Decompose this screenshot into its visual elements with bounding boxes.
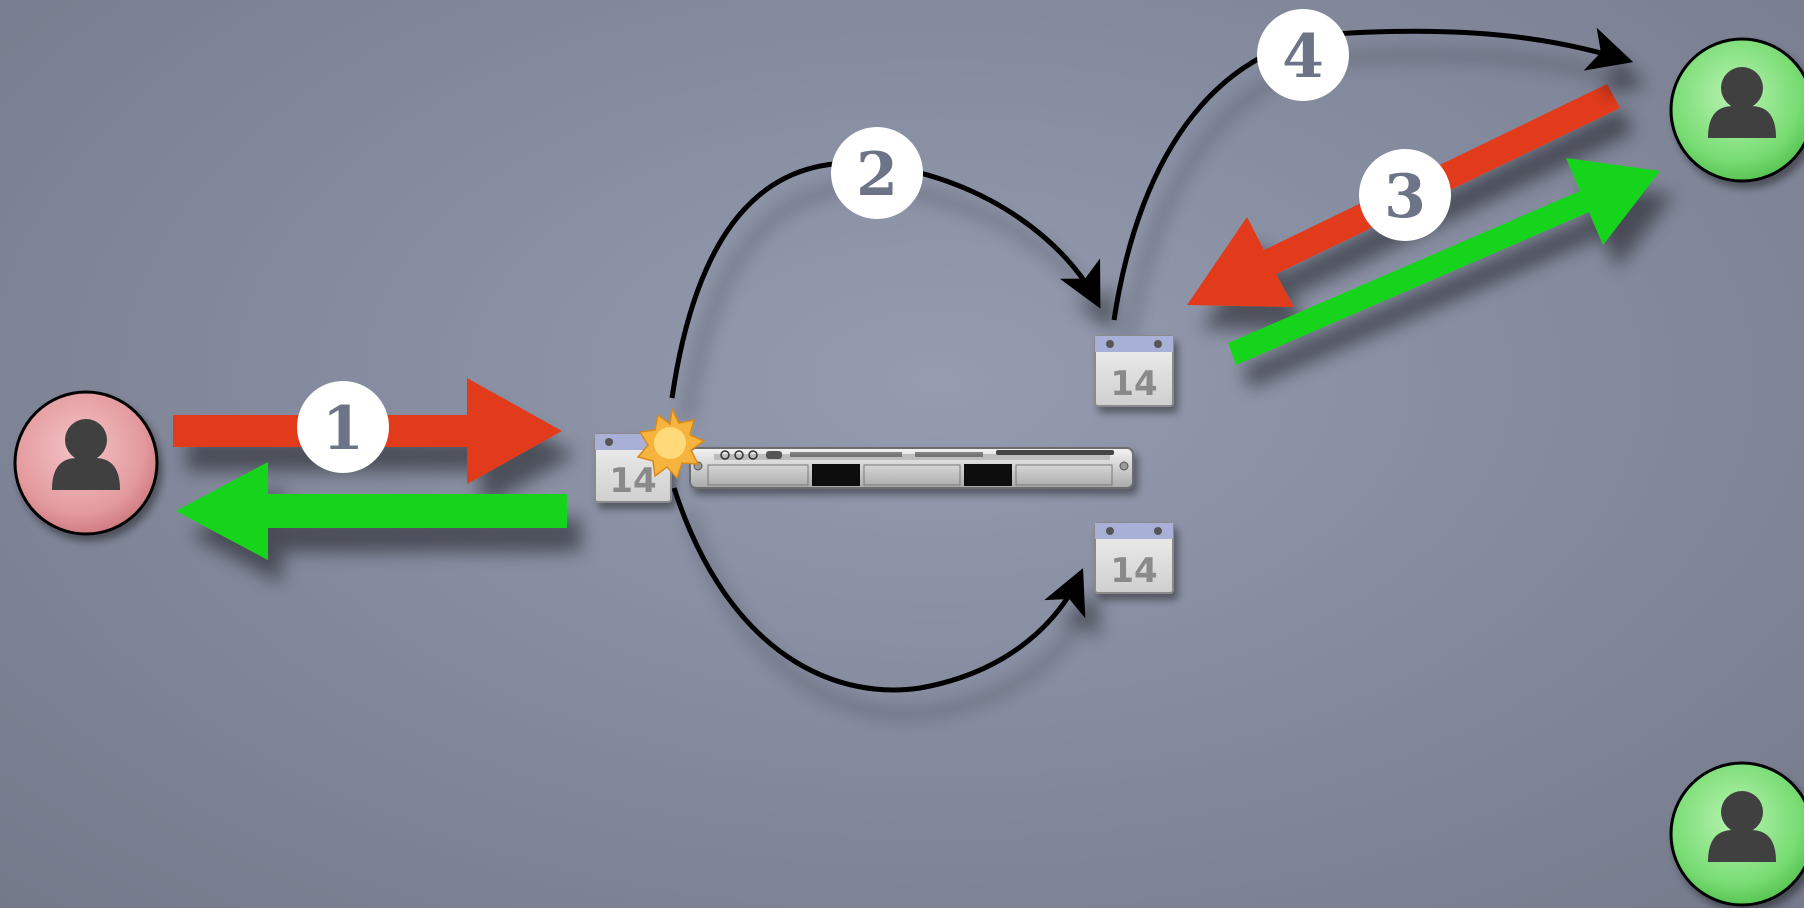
step-number: 1 — [322, 394, 364, 464]
other-attendee-avatar — [1669, 761, 1804, 907]
invitation-response-arrow — [176, 462, 567, 560]
step-number: 3 — [1384, 162, 1426, 232]
deliver-connector — [671, 487, 1086, 693]
attendee-response-arrow — [1228, 158, 1660, 365]
calendar-icon: 14 — [1094, 522, 1174, 594]
calendar-day-label: 14 — [1110, 364, 1157, 404]
new-item-starburst — [636, 406, 706, 480]
step-number: 4 — [1282, 22, 1324, 92]
calendar-icon: 14 — [1094, 335, 1174, 407]
person-icon — [1708, 67, 1776, 138]
attendee-avatar — [1669, 37, 1804, 183]
person-icon — [52, 419, 120, 490]
step-number: 2 — [856, 140, 898, 210]
organizer-avatar — [13, 390, 159, 536]
calendar-day-label: 14 — [609, 461, 656, 501]
other-attendee-calendar: 14 — [1094, 522, 1174, 594]
person-icon — [1708, 791, 1776, 862]
step-badge-4: 4 — [1257, 9, 1349, 101]
starburst-icon — [636, 406, 706, 480]
step-badge-1: 1 — [297, 381, 389, 473]
rack-server-icon — [689, 447, 1134, 489]
step-badge-3: 3 — [1359, 149, 1451, 241]
server — [689, 447, 1134, 489]
calendar-day-label: 14 — [1110, 551, 1157, 591]
step-badge-2: 2 — [831, 127, 923, 219]
attendee-calendar: 14 — [1094, 335, 1174, 407]
